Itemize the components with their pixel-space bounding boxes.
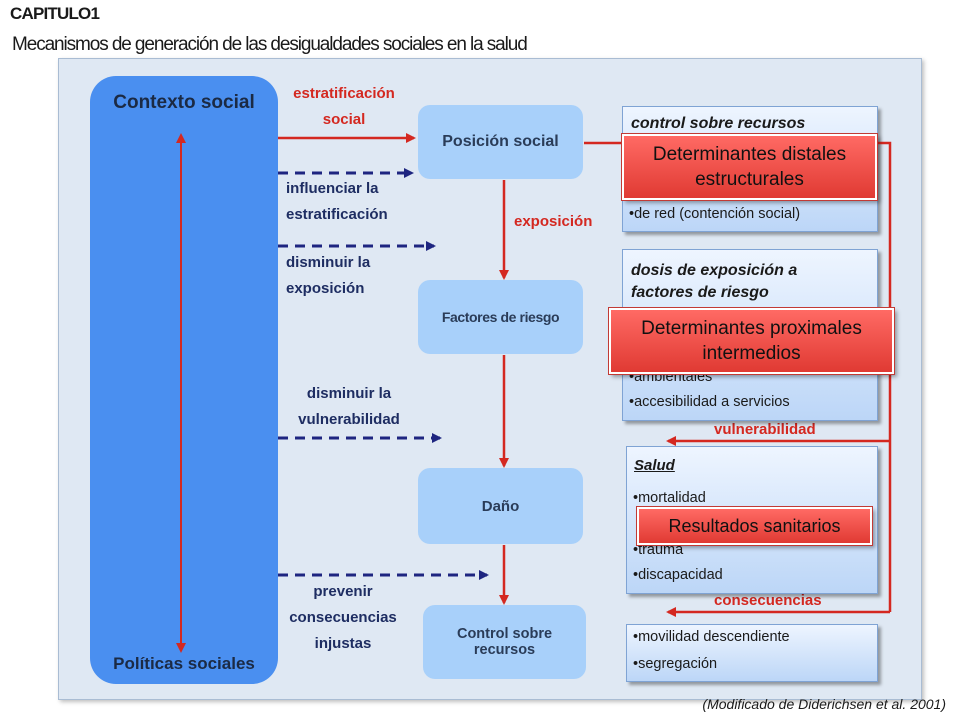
exposure-label: exposición: [514, 213, 593, 230]
proximal-determinants-callout: Determinantes proximales intermedios: [608, 307, 895, 375]
reduce-vulnerability-line2: vulnerabilidad: [298, 411, 400, 428]
influence-label: influenciar la estratificación: [286, 176, 388, 228]
box2-heading: dosis de exposición a factores de riesgo: [631, 260, 797, 304]
social-position-box: Posición social: [418, 105, 583, 179]
consequences-label: consecuencias: [714, 592, 822, 609]
prevent-line3: injustas: [314, 635, 372, 652]
distal-determinants-callout: Determinantes distales estructurales: [621, 133, 878, 201]
page-subtitle: Mecanismos de generación de las desigual…: [12, 34, 528, 55]
box2-heading-line1: dosis de exposición a: [631, 262, 798, 279]
reduce-exposure-line1: disminuir la: [286, 254, 371, 271]
resource-control-box: Control sobre recursos: [423, 605, 586, 679]
influence-line2: estratificación: [286, 206, 388, 223]
prevent-line1: prevenir: [313, 583, 373, 600]
box4-item1: •movilidad descendiente: [633, 629, 790, 645]
prevent-line2: consecuencias: [289, 609, 397, 626]
proximal-line1: Determinantes proximales: [641, 318, 862, 339]
reduce-exposure-label: disminuir la exposición: [286, 250, 370, 302]
risk-factors-box: Factores de riesgo: [418, 280, 583, 354]
reduce-vulnerability-line1: disminuir la: [306, 385, 392, 402]
social-consequences-box: •movilidad descendiente •segregación: [626, 624, 878, 682]
stratification-line2: social: [322, 111, 366, 128]
health-outcomes-callout: Resultados sanitarios: [636, 506, 873, 546]
influence-line1: influenciar la: [286, 180, 379, 197]
prevent-consequences-label: prevenir consecuencias injustas: [276, 579, 410, 657]
box3-heading: Salud: [634, 457, 675, 474]
proximal-line2: intermedios: [702, 343, 801, 364]
box2-heading-line2: factores de riesgo: [631, 284, 769, 301]
box3-item1: •mortalidad: [633, 490, 706, 506]
chapter-title: CAPITULO1: [10, 4, 100, 23]
box1-heading: control sobre recursos: [631, 115, 806, 132]
distal-line1: Determinantes distales: [652, 144, 847, 165]
harm-box: Daño: [418, 468, 583, 544]
context-title: Contexto social: [113, 92, 255, 113]
stratification-line1: estratificación: [293, 85, 395, 102]
reduce-exposure-line2: exposición: [286, 280, 365, 297]
box2-item2: •accesibilidad a servicios: [629, 394, 790, 410]
reduce-vulnerability-label: disminuir la vulnerabilidad: [284, 381, 414, 433]
box4-item2: •segregación: [633, 656, 718, 672]
social-policies-label: Políticas sociales: [113, 654, 255, 673]
box1-item: •de red (contención social): [629, 206, 801, 222]
box3-item3: •discapacidad: [633, 567, 723, 583]
vulnerability-label: vulnerabilidad: [714, 421, 816, 438]
box3-item2: •trauma: [633, 542, 684, 558]
source-credit: (Modificado de Diderichsen et al. 2001): [702, 696, 946, 712]
distal-line2: estructurales: [695, 169, 804, 190]
stratification-label: estratificación social: [284, 81, 404, 133]
